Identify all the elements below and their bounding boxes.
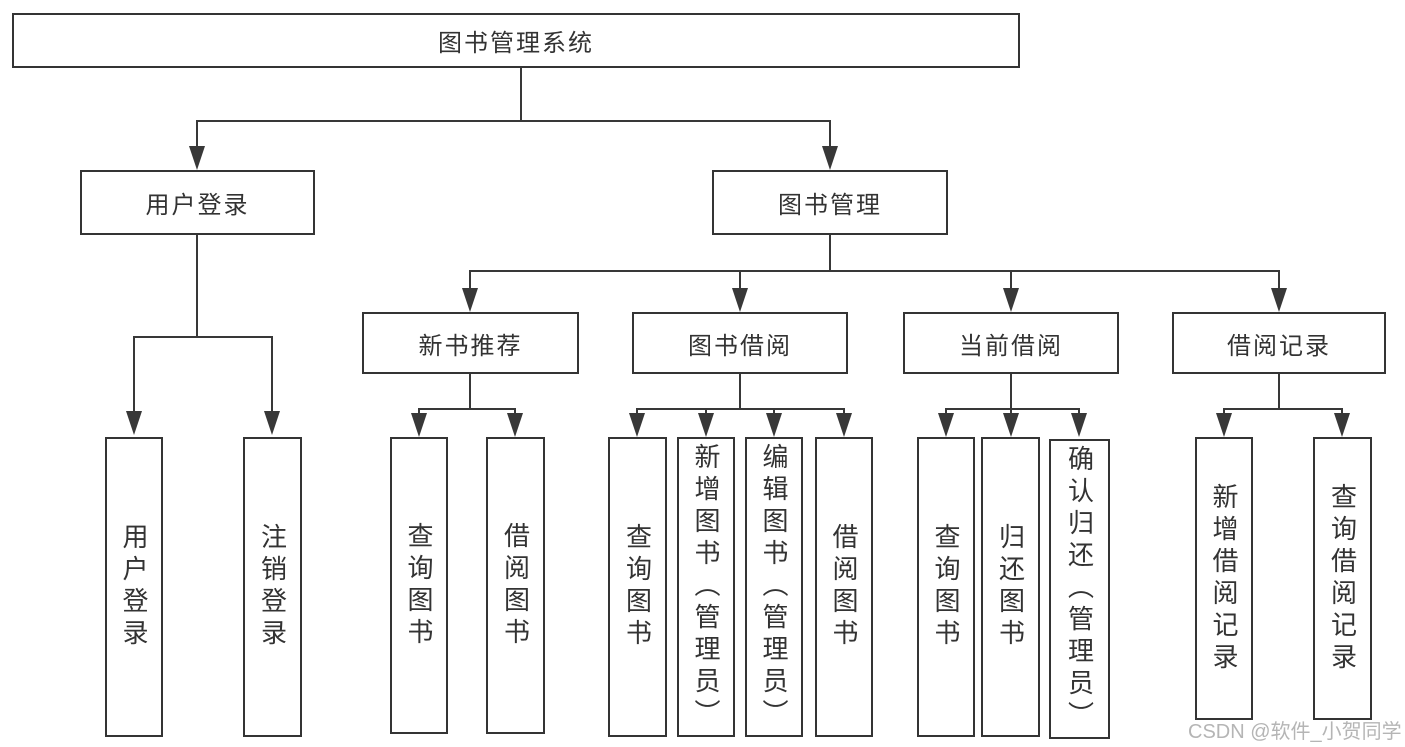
arrowhead-down-icon — [189, 146, 205, 170]
node-label: 确认归还（管理员） — [1064, 445, 1095, 733]
node-label: 用户登录 — [145, 192, 250, 219]
arrowhead-down-icon — [822, 146, 838, 170]
node-library-management-system: 图书管理系统 — [12, 13, 1020, 68]
node-label: 查询图书 — [931, 523, 961, 651]
arrowhead-down-icon — [836, 413, 852, 437]
connector-line — [829, 235, 831, 272]
arrowhead-down-icon — [1216, 413, 1232, 437]
leaf-logout: 注销登录 — [243, 437, 302, 737]
arrowhead-down-icon — [1003, 413, 1019, 437]
connector-line — [1010, 374, 1012, 410]
leaf-bb-borrow-books: 借阅图书 — [815, 437, 873, 737]
node-label: 查询图书 — [622, 523, 653, 651]
csdn-watermark: CSDN @软件_小贺同学 — [1188, 721, 1402, 743]
node-label: 图书借阅 — [688, 332, 792, 360]
connector-line — [829, 120, 831, 150]
arrowhead-down-icon — [1003, 288, 1019, 312]
arrowhead-down-icon — [1071, 413, 1087, 437]
node-book-borrowing: 图书借阅 — [632, 312, 848, 374]
connector-line — [946, 408, 1080, 410]
connector-line — [843, 408, 845, 416]
arrowhead-down-icon — [1334, 413, 1350, 437]
connector-line — [196, 120, 831, 122]
connector-line — [773, 408, 775, 416]
connector-line — [469, 270, 471, 290]
connector-line — [271, 336, 273, 414]
leaf-bb-edit-books-admin: 编辑图书（管理员） — [745, 437, 803, 737]
node-label: 查询图书 — [404, 521, 434, 650]
connector-line — [1223, 408, 1225, 416]
connector-line — [469, 374, 471, 410]
arrowhead-down-icon — [1271, 288, 1287, 312]
connector-line — [1341, 408, 1343, 416]
node-label: 注销登录 — [257, 523, 288, 651]
node-label: 查询借阅记录 — [1327, 482, 1358, 675]
leaf-br-add-record: 新增借阅记录 — [1195, 437, 1253, 720]
leaf-nb-query-books: 查询图书 — [390, 437, 448, 734]
node-label: 新增图书（管理员） — [691, 443, 721, 731]
connector-line — [1010, 270, 1012, 290]
node-label: 借阅记录 — [1227, 332, 1331, 360]
connector-line — [133, 336, 273, 338]
leaf-user-login: 用户登录 — [105, 437, 163, 737]
leaf-bb-add-books-admin: 新增图书（管理员） — [677, 437, 735, 737]
node-label: 借阅图书 — [829, 523, 859, 651]
arrowhead-down-icon — [264, 411, 280, 435]
connector-line — [1278, 374, 1280, 410]
node-label: 新书推荐 — [418, 332, 523, 360]
node-label: 归还图书 — [995, 523, 1026, 651]
connector-line — [133, 336, 135, 414]
arrowhead-down-icon — [766, 413, 782, 437]
leaf-br-query-record: 查询借阅记录 — [1313, 437, 1372, 720]
node-label: 用户登录 — [119, 523, 149, 651]
node-current-borrowing: 当前借阅 — [903, 312, 1119, 374]
arrowhead-down-icon — [629, 413, 645, 437]
connector-line — [739, 270, 741, 290]
connector-line — [514, 408, 516, 416]
connector-line — [196, 120, 198, 150]
node-label: 图书管理 — [778, 192, 882, 219]
connector-line — [469, 270, 1280, 272]
node-user-login: 用户登录 — [80, 170, 315, 235]
leaf-cb-return-books: 归还图书 — [981, 437, 1040, 737]
arrowhead-down-icon — [462, 288, 478, 312]
connector-line — [739, 374, 741, 410]
leaf-bb-query-books: 查询图书 — [608, 437, 667, 737]
node-borrowing-records: 借阅记录 — [1172, 312, 1386, 374]
node-book-management: 图书管理 — [712, 170, 948, 235]
connector-line — [520, 68, 522, 122]
connector-line — [637, 408, 845, 410]
node-label: 编辑图书（管理员） — [759, 443, 789, 731]
connector-line — [196, 235, 198, 338]
node-new-book-recommend: 新书推荐 — [362, 312, 579, 374]
connector-line — [418, 408, 420, 416]
leaf-cb-query-books: 查询图书 — [917, 437, 975, 737]
arrowhead-down-icon — [732, 288, 748, 312]
arrowhead-down-icon — [938, 413, 954, 437]
connector-line — [945, 408, 947, 416]
connector-line — [1010, 408, 1012, 416]
leaf-nb-borrow-books: 借阅图书 — [486, 437, 545, 734]
connector-line — [1278, 270, 1280, 290]
arrowhead-down-icon — [698, 413, 714, 437]
connector-line — [705, 408, 707, 416]
connector-line — [419, 408, 516, 410]
node-label: 借阅图书 — [500, 521, 531, 650]
arrowhead-down-icon — [126, 411, 142, 435]
node-label: 图书管理系统 — [438, 30, 594, 57]
connector-line — [1078, 408, 1080, 416]
connector-line — [636, 408, 638, 416]
node-label: 新增借阅记录 — [1209, 482, 1239, 675]
node-label: 当前借阅 — [959, 332, 1063, 360]
connector-line — [1224, 408, 1343, 410]
leaf-cb-confirm-return-admin: 确认归还（管理员） — [1049, 439, 1110, 739]
arrowhead-down-icon — [411, 413, 427, 437]
arrowhead-down-icon — [507, 413, 523, 437]
